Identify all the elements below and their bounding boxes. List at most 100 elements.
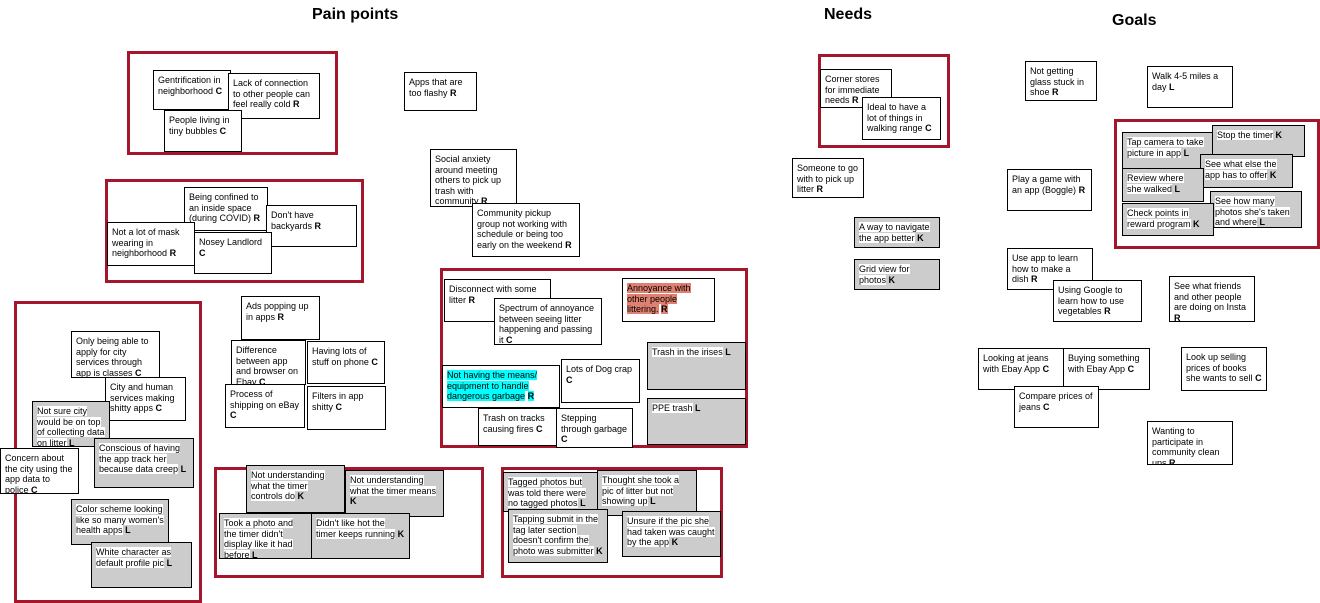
sticky-note[interactable]: Difference between app and browser on Eb… <box>231 340 306 385</box>
sticky-note[interactable]: Only being able to apply for city servic… <box>71 331 160 378</box>
note-code: K <box>1193 218 1200 229</box>
note-text: Compare prices of jeans <box>1019 391 1093 412</box>
sticky-note[interactable]: Spectrum of annoyance between seeing lit… <box>494 298 602 345</box>
sticky-note[interactable]: Conscious of having the app track her be… <box>94 438 194 488</box>
note-code: C <box>215 85 223 96</box>
note-text: City and human services making shitty ap… <box>110 382 175 413</box>
sticky-note[interactable]: Trash on tracks causing fires C <box>478 408 560 446</box>
sticky-note[interactable]: Compare prices of jeans C <box>1014 386 1099 428</box>
sticky-note[interactable]: Lots of Dog crap C <box>561 359 640 403</box>
note-code: K <box>1275 130 1283 140</box>
sticky-note[interactable]: A way to navigate the app better K <box>854 217 940 248</box>
note-code: R <box>1174 312 1181 322</box>
sticky-note[interactable]: Ideal to have a lot of things in walking… <box>862 97 941 140</box>
sticky-note[interactable]: People living in tiny bubbles C <box>164 110 242 152</box>
group-frame <box>105 179 364 283</box>
sticky-note[interactable]: White character as default profile pic L <box>91 542 192 588</box>
note-code: K <box>917 232 924 243</box>
note-text: Play a game with an app (Boggle) <box>1012 174 1081 195</box>
sticky-note[interactable]: Not understanding what the timer means K <box>345 470 444 517</box>
note-code: C <box>536 423 543 434</box>
heading-needs: Needs <box>824 6 873 23</box>
sticky-note[interactable]: Thought she took a pic of litter but not… <box>597 470 697 516</box>
note-text: Apps that are too flashy <box>409 77 463 98</box>
sticky-note[interactable]: Annoyance with other people littering. R <box>622 278 715 322</box>
note-code: R <box>481 196 488 206</box>
sticky-note[interactable]: Tapping submit in the tag later section … <box>508 509 608 563</box>
note-text: Lack of connection to other people can f… <box>233 78 311 109</box>
note-text: Not understanding what the timer means <box>350 475 437 496</box>
sticky-note[interactable]: Ads popping up in apps R <box>241 296 320 340</box>
sticky-note[interactable]: Having lots of stuff on phone C <box>307 341 385 384</box>
note-code: C <box>199 247 206 258</box>
sticky-note[interactable]: See how many photos she's taken and wher… <box>1210 191 1302 228</box>
sticky-note[interactable]: Filters in app shitty C <box>307 386 386 430</box>
sticky-note[interactable]: Someone to go with to pick up litter R <box>792 158 864 198</box>
note-text: Having lots of stuff on phone <box>312 346 369 367</box>
sticky-note[interactable]: Nosey Landlord C <box>194 232 272 274</box>
note-code: K <box>397 528 405 539</box>
note-code: L <box>252 549 258 559</box>
sticky-note[interactable]: Look up selling prices of books she want… <box>1181 347 1267 391</box>
sticky-note[interactable]: Not a lot of mask wearing in neighborhoo… <box>107 222 195 266</box>
sticky-note[interactable]: Took a photo and the timer didn't displa… <box>219 513 312 559</box>
sticky-note[interactable]: Use app to learn how to make a dish R <box>1007 248 1093 290</box>
sticky-note[interactable]: Play a game with an app (Boggle) R <box>1007 169 1092 211</box>
heading-pain-points: Pain points <box>312 6 399 23</box>
sticky-note[interactable]: Being confined to an inside space (durin… <box>184 187 268 231</box>
note-code: C <box>1042 363 1050 374</box>
note-text: Spectrum of annoyance between seeing lit… <box>499 303 595 345</box>
note-text: Corner stores for immediate needs <box>825 74 880 105</box>
sticky-note[interactable]: Buying something with Ebay App C <box>1063 348 1150 390</box>
sticky-note[interactable]: Community pickup group not working with … <box>472 203 580 257</box>
note-text: Lots of Dog crap <box>566 364 633 374</box>
group-frame <box>818 54 950 148</box>
sticky-note[interactable]: PPE trash L <box>647 398 746 445</box>
note-text: Buying something with Ebay App <box>1068 353 1140 374</box>
sticky-note[interactable]: Not understanding what the timer control… <box>246 465 345 513</box>
note-text: Trash in the irises <box>652 347 723 357</box>
sticky-note[interactable]: Stop the timer K <box>1212 125 1305 157</box>
sticky-note[interactable]: Process of shipping on eBay C <box>225 384 305 428</box>
sticky-note[interactable]: Concern about the city using the app dat… <box>0 448 79 494</box>
sticky-note[interactable]: Grid view for photos K <box>854 259 940 290</box>
note-code: R <box>1031 274 1038 284</box>
sticky-note[interactable]: See what friends and other people are do… <box>1169 276 1255 322</box>
sticky-note[interactable]: Social anxiety around meeting others to … <box>430 149 517 207</box>
note-code: L <box>650 496 656 506</box>
sticky-note[interactable]: Gentrification in neighborhood C <box>153 70 231 110</box>
sticky-note[interactable]: Looking at jeans with Ebay App C <box>978 348 1064 390</box>
note-code: L <box>695 403 701 413</box>
note-text: Thought she took a pic of litter but not… <box>602 475 680 506</box>
note-text: Tapping submit in the tag later section … <box>513 514 599 556</box>
note-code: L <box>125 525 131 535</box>
sticky-note[interactable]: Using Google to learn how to use vegetab… <box>1053 280 1142 322</box>
sticky-note[interactable]: Not having the means/ equipment to handl… <box>442 365 560 408</box>
sticky-note[interactable]: Stepping through garbage C <box>556 408 633 448</box>
sticky-note[interactable]: Review where she walked L <box>1122 168 1204 202</box>
note-text: Not having the means/ equipment to handl… <box>447 370 538 401</box>
note-text: Not understanding what the timer control… <box>251 470 325 501</box>
sticky-note[interactable]: Color scheme looking like so many women'… <box>71 499 169 545</box>
sticky-note[interactable]: See what else the app has to offer K <box>1200 154 1293 188</box>
note-code: C <box>566 374 573 385</box>
sticky-note[interactable]: Don't have backyards R <box>266 205 357 247</box>
note-code: L <box>580 498 586 508</box>
sticky-note[interactable]: Lack of connection to other people can f… <box>228 73 320 119</box>
sticky-note[interactable]: Check points in reward program K <box>1122 203 1214 236</box>
sticky-note[interactable]: Tap camera to take picture in app L <box>1122 132 1214 174</box>
group-frame <box>501 467 723 578</box>
sticky-note[interactable]: Didn't like hot the timer keeps running … <box>311 513 410 559</box>
sticky-note[interactable]: Walk 4-5 miles a day L <box>1147 66 1233 108</box>
sticky-note[interactable]: Unsure if the pic she had taken was caug… <box>622 511 721 557</box>
note-text: Don't have backyards <box>271 210 314 231</box>
note-code: L <box>725 347 731 357</box>
sticky-note[interactable]: Trash in the irises L <box>647 342 746 390</box>
sticky-note[interactable]: Apps that are too flashy R <box>404 72 477 111</box>
sticky-note[interactable]: Tagged photos but was told there were no… <box>503 472 600 512</box>
group-frame <box>127 51 338 155</box>
sticky-note[interactable]: Wanting to participate in community clea… <box>1147 421 1233 465</box>
sticky-note[interactable]: City and human services making shitty ap… <box>105 377 186 421</box>
note-code: C <box>561 434 568 444</box>
sticky-note[interactable]: Not getting glass stuck in shoe R <box>1025 61 1097 101</box>
